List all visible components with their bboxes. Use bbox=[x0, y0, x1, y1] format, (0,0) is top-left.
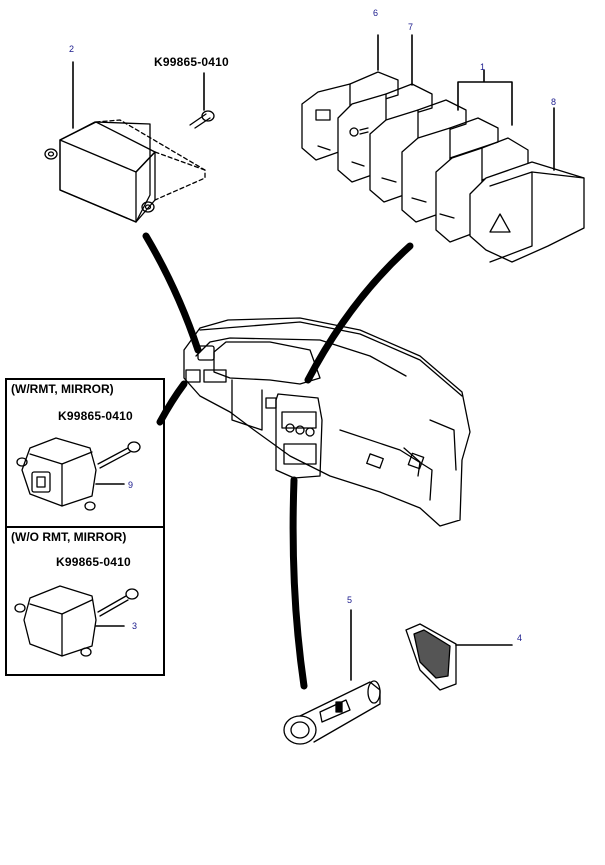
screw-top bbox=[189, 72, 215, 129]
callout-6: 6 bbox=[373, 8, 379, 18]
callout-2: 2 bbox=[69, 44, 75, 54]
with-mirror-variant-box bbox=[5, 378, 165, 528]
without-mirror-variant-box bbox=[5, 526, 165, 676]
switch-cluster bbox=[301, 34, 585, 263]
callout-3: 3 bbox=[132, 621, 138, 631]
callout-5: 5 bbox=[347, 595, 353, 605]
without-mirror-label: (W/O RMT, MIRROR) bbox=[11, 530, 127, 544]
cigar-lighter-part-5 bbox=[283, 609, 381, 745]
callout-4: 4 bbox=[517, 633, 523, 643]
mirror-switch-part-9 bbox=[16, 437, 141, 511]
callout-8: 8 bbox=[551, 97, 557, 107]
part-number-screw-with-mirror: K99865-0410 bbox=[58, 409, 133, 423]
part-number-screw-top: K99865-0410 bbox=[154, 55, 229, 69]
callout-1: 1 bbox=[480, 62, 486, 72]
module-box-part-2 bbox=[44, 61, 206, 223]
callout-7: 7 bbox=[408, 22, 414, 32]
bezel-part-4 bbox=[405, 623, 513, 691]
callout-9: 9 bbox=[128, 480, 134, 490]
dashboard-panel bbox=[183, 317, 471, 527]
with-mirror-label: (W/RMT, MIRROR) bbox=[11, 382, 114, 396]
switch-part-3 bbox=[14, 585, 139, 657]
leader-curves bbox=[142, 232, 414, 690]
part-number-screw-without-mirror: K99865-0410 bbox=[56, 555, 131, 569]
